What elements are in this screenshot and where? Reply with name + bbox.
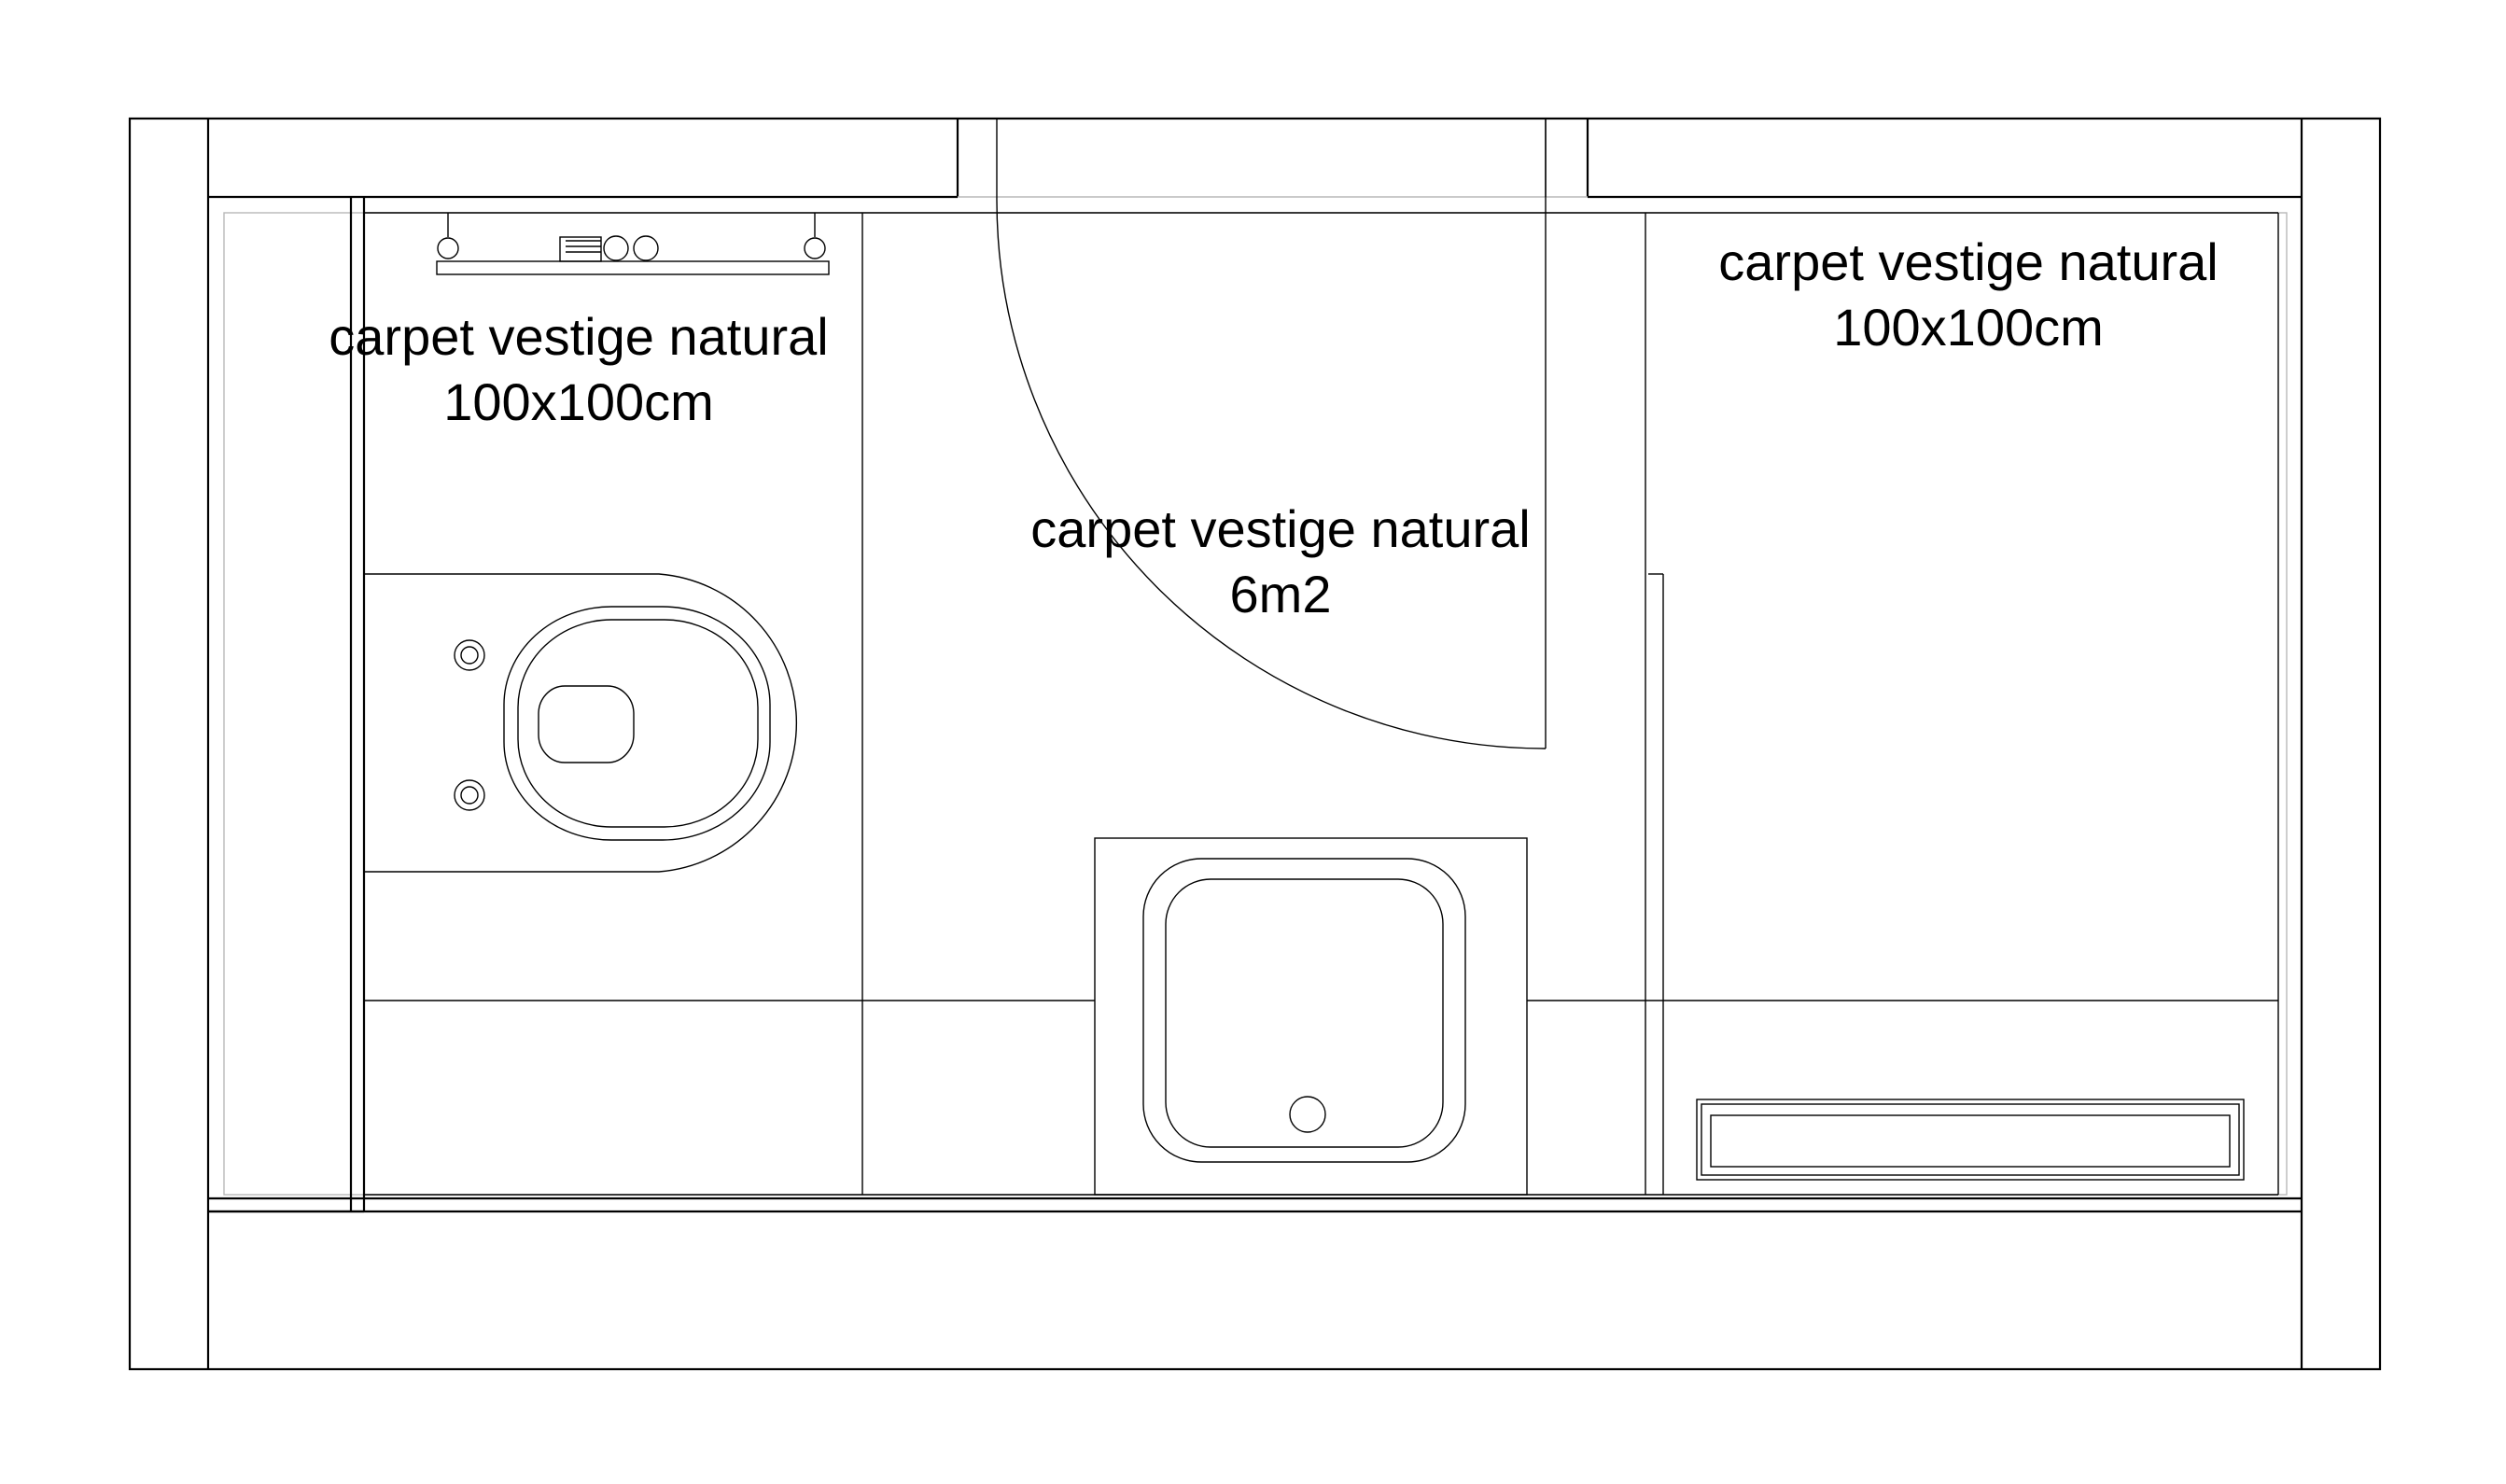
center-area-label-line2: 6m2 <box>1230 565 1332 623</box>
towel-rail-icon <box>436 213 830 275</box>
outer-walls <box>128 117 2382 1371</box>
right-area-label-line1: carpet vestige natural <box>1718 232 2218 291</box>
toilet-icon <box>364 573 798 873</box>
sink-icon <box>1094 837 1528 1196</box>
door-swing-icon <box>996 119 1547 749</box>
center-area-label-line1: carpet vestige natural <box>1030 499 1530 558</box>
drain-icon <box>1696 1099 2245 1181</box>
left-area-label-line1: carpet vestige natural <box>329 307 828 366</box>
right-area-label-line2: 100x100cm <box>1833 298 2104 357</box>
left-area-label-line2: 100x100cm <box>443 372 714 431</box>
